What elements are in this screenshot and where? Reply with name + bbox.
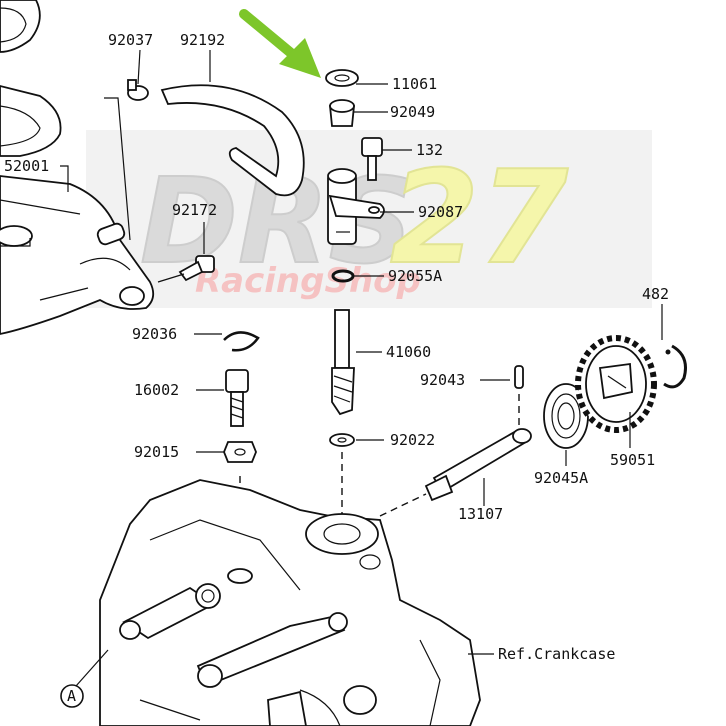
callout-132: 132 <box>416 141 443 159</box>
shaft-13107-part <box>424 428 532 502</box>
callout-92045a: 92045A <box>534 469 588 487</box>
callout-52001: 52001 <box>4 157 49 175</box>
callout-59051: 59051 <box>610 451 655 469</box>
callout-92043: 92043 <box>420 371 465 389</box>
circlip-482-part <box>663 344 687 389</box>
case-cover-part <box>0 0 155 335</box>
callout-92022: 92022 <box>390 431 435 449</box>
highlight-arrow <box>239 9 321 78</box>
callout-92015: 92015 <box>134 443 179 461</box>
marker-a-label: A <box>67 687 76 705</box>
hose-clamp-part <box>127 79 149 101</box>
holder-92087-part <box>327 168 385 245</box>
bearing-92045a-part <box>543 383 589 449</box>
bolt-92172-part <box>157 255 215 283</box>
circlip-92036-part <box>223 331 260 352</box>
watermark-tagline: RacingShop <box>195 261 421 301</box>
callout-ref-crankcase: Ref.Crankcase <box>498 645 615 663</box>
callout-92036: 92036 <box>132 325 177 343</box>
washer-92022-part <box>329 433 355 447</box>
pin-92043-part <box>514 365 524 389</box>
leader-lines <box>60 49 663 687</box>
o-ring-92055a-part <box>331 269 355 283</box>
watermark-number: 27 <box>390 144 568 293</box>
callout-16002: 16002 <box>134 381 179 399</box>
stud-16002-part <box>225 369 249 427</box>
callout-92192: 92192 <box>180 31 225 49</box>
callout-92172: 92172 <box>172 201 217 219</box>
bolt-132-part <box>361 137 383 181</box>
callout-41060: 41060 <box>386 343 431 361</box>
callout-11061: 11061 <box>392 75 437 93</box>
shaft-41060-part <box>331 309 355 416</box>
marker-a: A <box>60 684 84 708</box>
crankcase-part <box>99 479 481 726</box>
callout-482: 482 <box>642 285 669 303</box>
nut-92015-part <box>223 441 257 463</box>
gear-59051-part <box>575 335 657 433</box>
callout-92055a: 92055A <box>388 267 442 285</box>
callout-92049: 92049 <box>390 103 435 121</box>
callout-92087: 92087 <box>418 203 463 221</box>
callout-13107: 13107 <box>458 505 503 523</box>
leader-line <box>104 97 131 241</box>
oil-seal-92049-part <box>329 99 355 127</box>
washer-11061-part <box>325 69 359 87</box>
callout-92037: 92037 <box>108 31 153 49</box>
breather-hose-part <box>160 84 305 197</box>
shaft-dash-line <box>379 493 427 517</box>
